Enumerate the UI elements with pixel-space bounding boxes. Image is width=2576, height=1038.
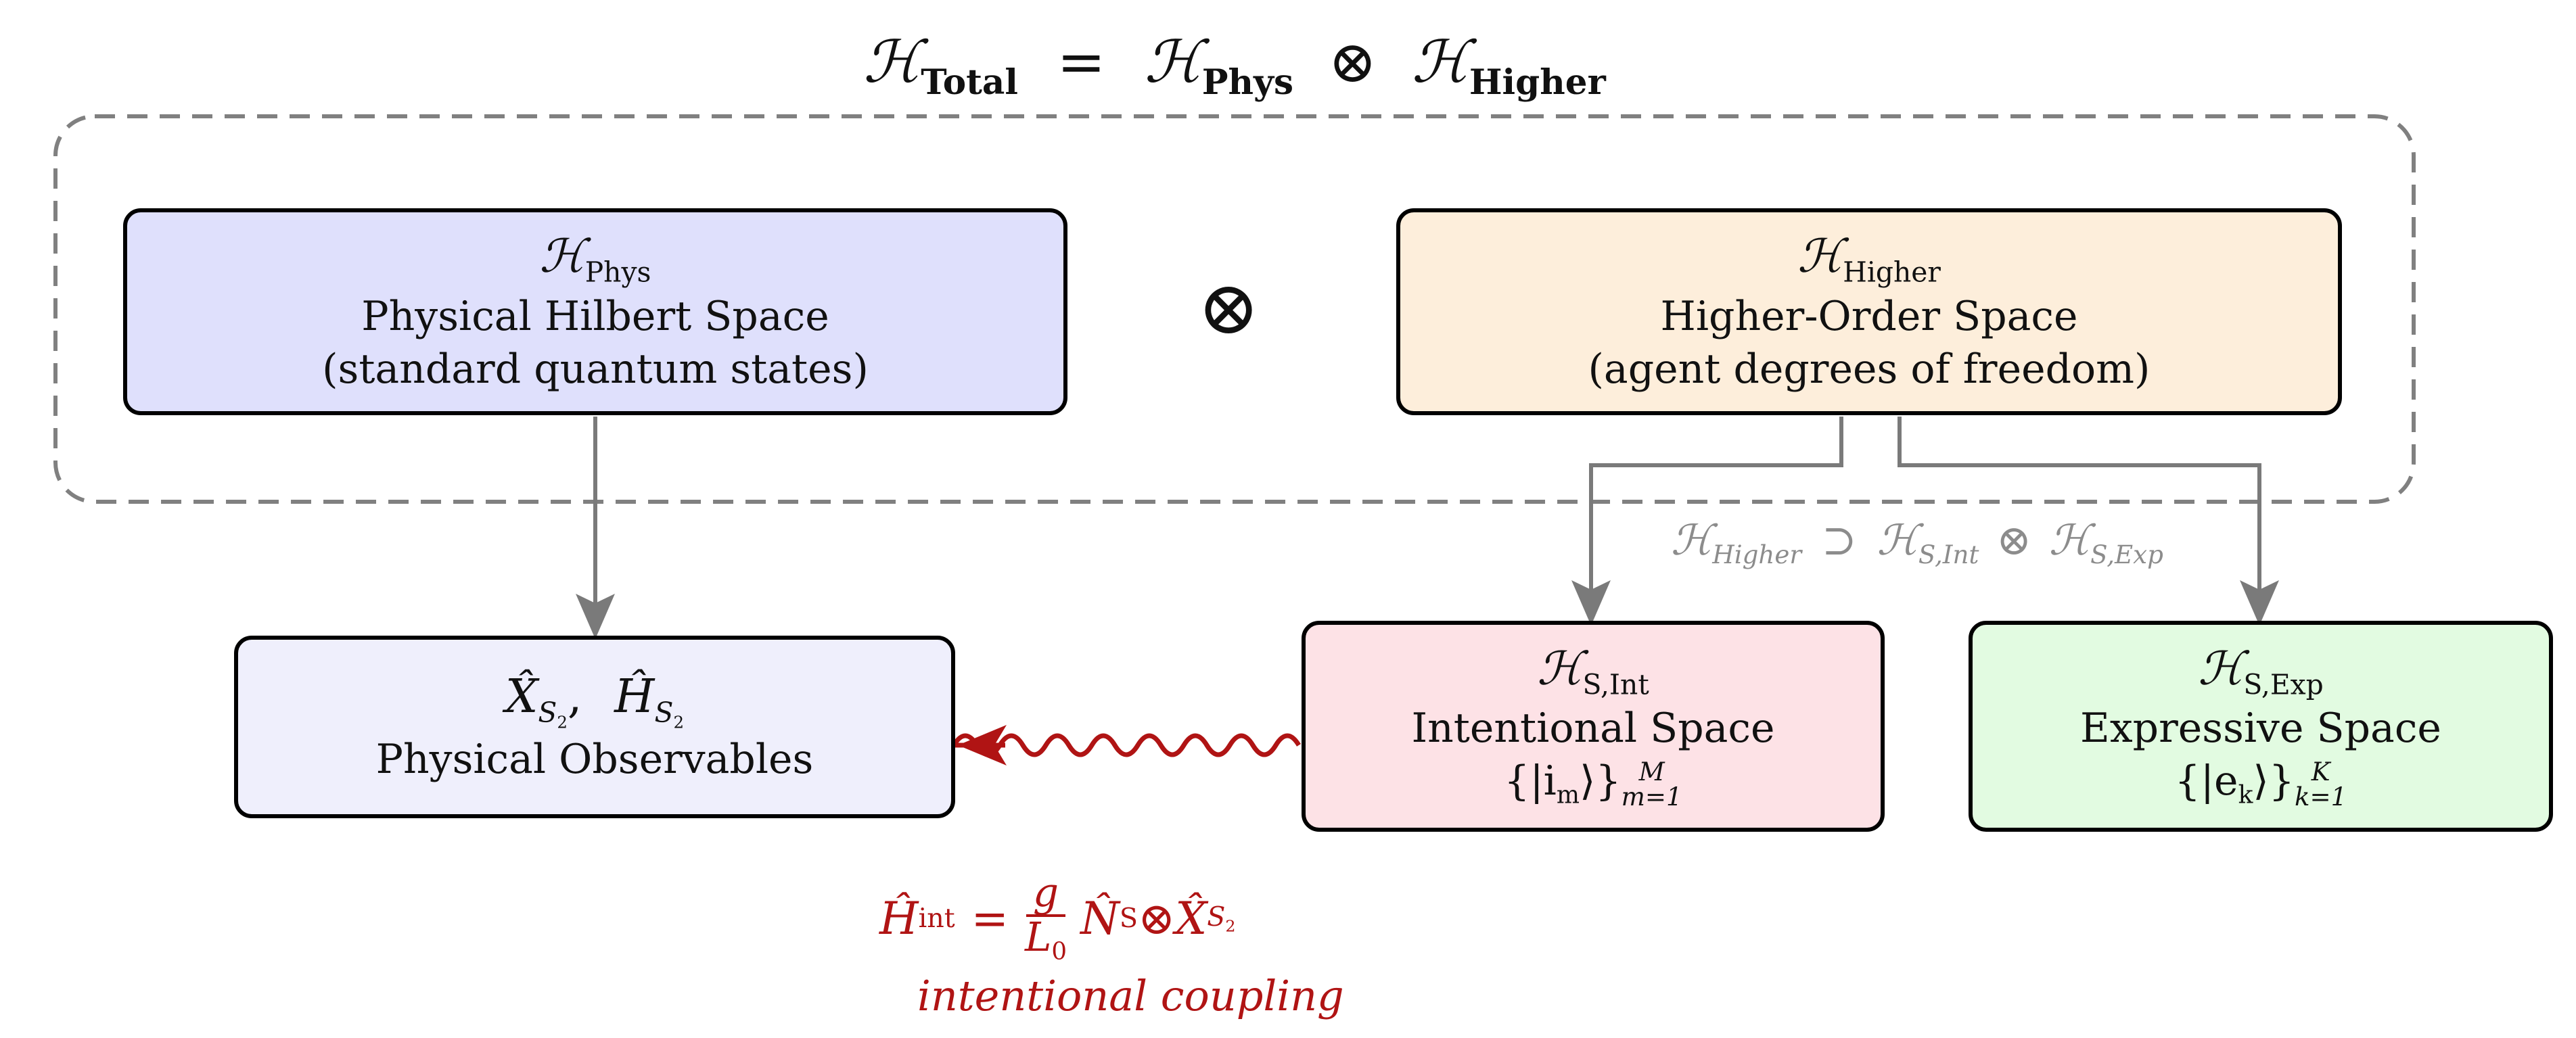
expressive-basis-upper-limit: K — [2311, 756, 2330, 786]
intentional-space-symbol: ℋ — [1537, 642, 1583, 697]
higher-box-subscript: Higher — [1843, 256, 1941, 289]
intentional-basis-upper-limit: M — [1638, 756, 1665, 786]
higher-space-heading: ℋHigher — [1797, 228, 1941, 289]
expressive-space-title: Expressive Space — [2080, 705, 2441, 753]
higher-box-symbol: ℋ — [1797, 230, 1843, 284]
coupling-position-subscript: S — [1207, 901, 1226, 933]
intention-number-operator-subscript: S — [1119, 903, 1138, 935]
observables-heading: X̂S2, ĤS2 — [505, 668, 684, 732]
position-operator: X̂ — [505, 670, 538, 724]
intentional-basis-open: {|i — [1504, 757, 1557, 805]
position-operator-subscript: S — [538, 696, 557, 729]
expressive-space-symbol: ℋ — [2198, 642, 2244, 697]
intentional-space-heading: ℋS,Int — [1537, 640, 1649, 702]
coupling-length-subscript: 0 — [1051, 937, 1067, 966]
total-space-symbol: ℋ — [863, 28, 921, 96]
physical-space-symbol: ℋ — [539, 230, 585, 284]
coupling-constant-numerator: g — [1026, 872, 1066, 918]
higher-space-decomposition-label: ℋHigher ⊃ ℋS,Int ⊗ ℋS,Exp — [1671, 515, 2163, 569]
hamiltonian-operator-subscript: S — [654, 696, 674, 729]
tensor-product-symbol: ⊗ — [1328, 28, 1377, 96]
decomp-higher-symbol: ℋ — [1671, 515, 1713, 565]
physical-hilbert-space-box: ℋPhys Physical Hilbert Space (standard q… — [123, 208, 1067, 415]
coupling-position-operator: X̂ — [1175, 892, 1208, 945]
intentional-basis-close: ⟩} — [1580, 757, 1622, 805]
intentional-basis-lower-limit: m=1 — [1621, 781, 1682, 811]
expressive-space-heading: ℋS,Exp — [2198, 640, 2324, 702]
higher-to-intentional-arrow — [1571, 417, 1843, 626]
intentional-space-title: Intentional Space — [1411, 705, 1775, 753]
physical-space-subscript: Phys — [584, 256, 651, 289]
coupling-length-denominator: L — [1024, 914, 1052, 962]
intentional-space-subscript: S,Int — [1582, 668, 1649, 701]
expressive-basis-close: ⟩} — [2253, 757, 2295, 805]
product-space-dashed-frame — [53, 114, 2416, 504]
tensor-product-circle-symbol: ⊗ — [1197, 264, 1260, 351]
intentional-coupling-caption: intentional coupling — [917, 971, 1344, 1020]
decomp-tensor-symbol: ⊗ — [1996, 515, 2032, 565]
physical-space-heading: ℋPhys — [540, 228, 651, 289]
coupling-equals-sign: = — [971, 892, 1009, 945]
hamiltonian-operator: Ĥ — [614, 670, 655, 724]
coupling-position-subsubscript: 2 — [1225, 916, 1236, 936]
phys-space-symbol: ℋ — [1144, 28, 1202, 96]
decomp-exp-subscript: S,Exp — [2090, 540, 2163, 570]
higher-space-description: (agent degrees of freedom) — [1588, 345, 2150, 393]
decomp-int-subscript: S,Int — [1918, 540, 1979, 570]
higher-space-symbol: ℋ — [1411, 28, 1469, 96]
intention-number-operator: N̂ — [1080, 892, 1120, 945]
intentional-basis-index: m — [1556, 782, 1580, 810]
higher-order-space-box: ℋHigher Higher-Order Space (agent degree… — [1396, 208, 2342, 415]
higher-to-expressive-arrow — [1898, 417, 2279, 626]
decomp-higher-subscript: Higher — [1712, 540, 1802, 570]
physical-space-description: (standard quantum states) — [322, 345, 869, 393]
total-space-subscript: Total — [921, 62, 1018, 103]
higher-space-subscript: Higher — [1469, 62, 1606, 103]
phys-space-subscript: Phys — [1201, 62, 1294, 103]
expressive-space-subscript: S,Exp — [2243, 668, 2324, 701]
physical-observables-box: X̂S2, ĤS2 Physical Observables — [234, 636, 955, 818]
equals-sign: = — [1057, 28, 1106, 96]
interaction-hamiltonian-symbol: Ĥ — [879, 892, 919, 945]
superset-symbol: ⊃ — [1821, 515, 1857, 565]
higher-space-title: Higher-Order Space — [1660, 292, 2078, 340]
position-operator-subsubscript: 2 — [557, 712, 568, 732]
expressive-basis-index: k — [2238, 782, 2253, 810]
total-space-equation: ℋTotal = ℋPhys ⊗ ℋHigher — [0, 28, 2469, 103]
operator-separator: , — [567, 670, 582, 724]
coupling-tensor-symbol: ⊗ — [1137, 892, 1176, 945]
coupling-fraction: g L0 — [1025, 872, 1067, 964]
expressive-basis-open: {|e — [2174, 757, 2238, 805]
phys-to-observables-arrow — [576, 417, 615, 639]
decomp-int-symbol: ℋ — [1877, 515, 1918, 565]
expressive-basis-lower-limit: k=1 — [2294, 781, 2347, 811]
physical-space-title: Physical Hilbert Space — [361, 292, 829, 340]
observables-title: Physical Observables — [375, 735, 814, 783]
hamiltonian-operator-subsubscript: 2 — [673, 712, 685, 732]
decomp-exp-symbol: ℋ — [2048, 515, 2091, 565]
interaction-hamiltonian-subscript: int — [918, 903, 955, 935]
